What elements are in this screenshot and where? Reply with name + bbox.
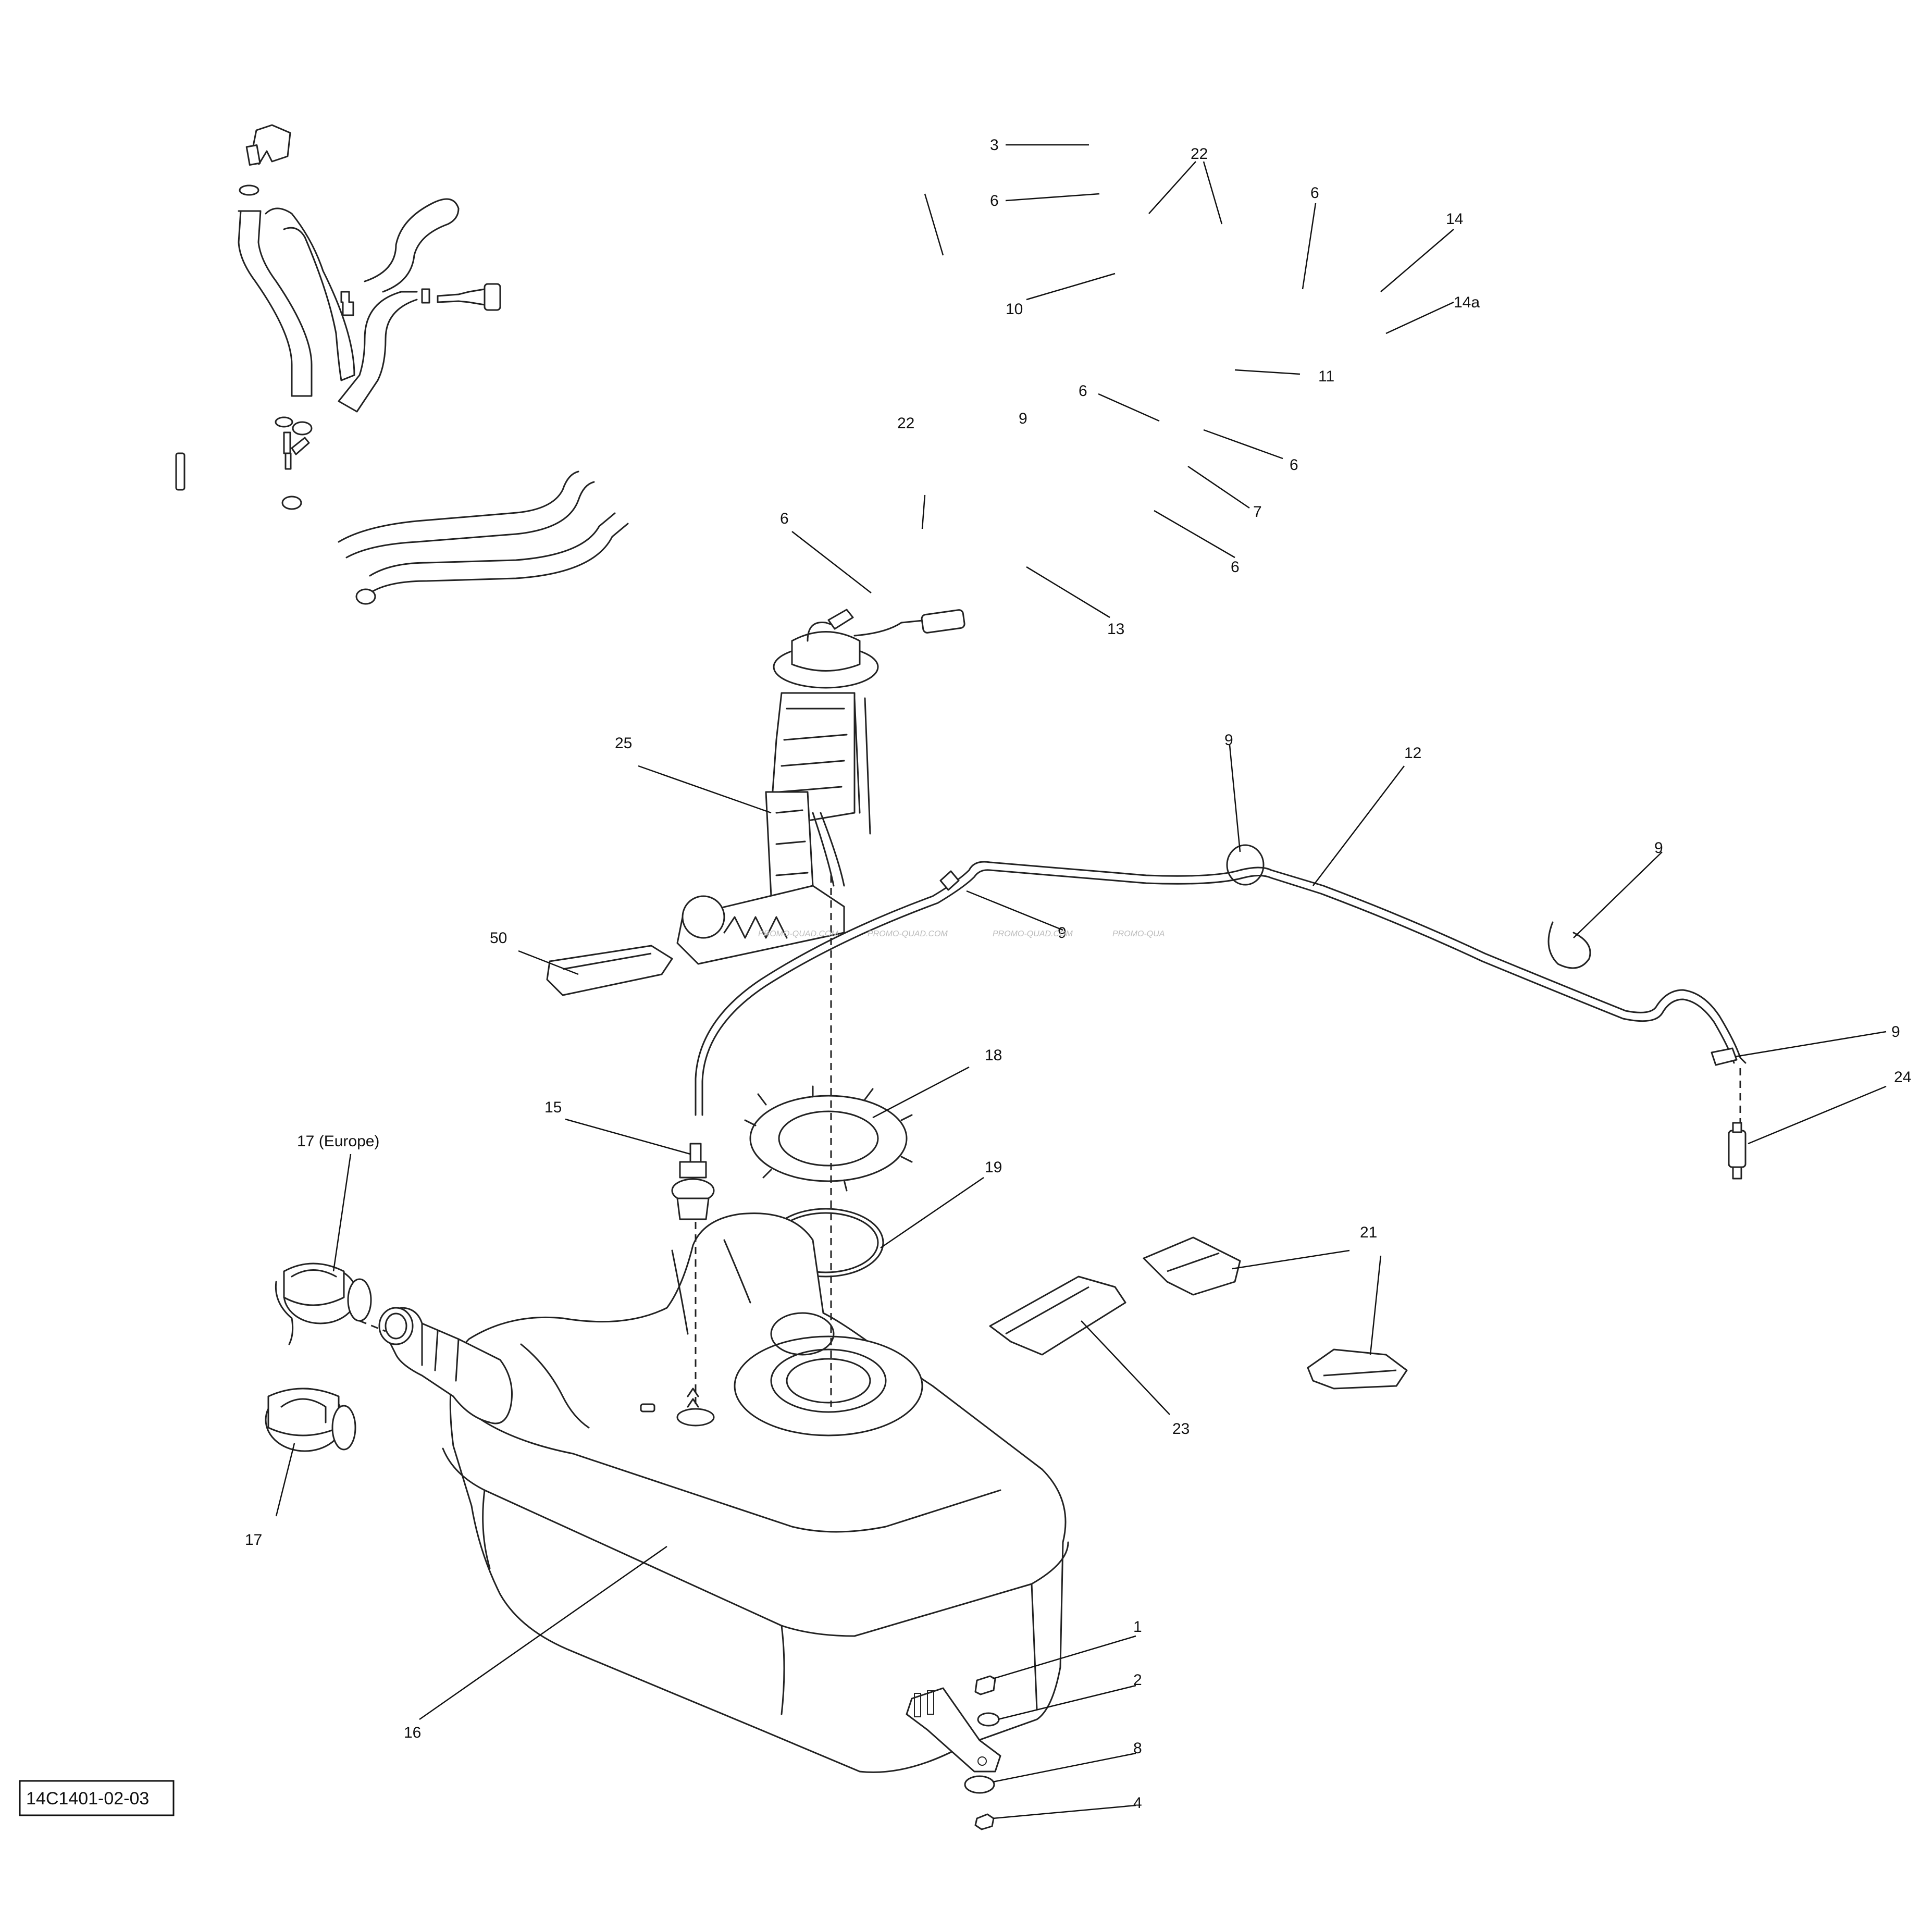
callout-9-line-c: 9 xyxy=(1058,924,1067,942)
callout-6-right-top: 6 xyxy=(1310,184,1319,202)
callout-3: 3 xyxy=(990,137,999,154)
part-6-clamp-top xyxy=(239,184,259,196)
callout-1: 1 xyxy=(1133,1618,1142,1636)
watermark-4: PROMO-QUA xyxy=(1112,930,1165,938)
watermark-3: PROMO-QUAD.COM xyxy=(993,930,1073,938)
callout-12: 12 xyxy=(1404,745,1421,762)
callout-11: 11 xyxy=(1318,368,1334,385)
callout-24: 24 xyxy=(1894,1069,1911,1086)
part-21-pad-upper xyxy=(1143,1236,1241,1296)
part-4-nut xyxy=(974,1813,995,1830)
part-9-clip-b xyxy=(1547,921,1591,969)
callout-4: 4 xyxy=(1133,1794,1142,1812)
part-50-pad xyxy=(546,945,673,996)
part-filler-neck xyxy=(378,1307,513,1425)
callout-6-mid-left: 6 xyxy=(1079,382,1087,400)
part-18-lock-ring xyxy=(744,1085,913,1192)
callout-23: 23 xyxy=(1172,1420,1190,1438)
part-14-connector xyxy=(437,283,501,311)
callout-6-lower-right: 6 xyxy=(1231,559,1240,576)
watermark-2: PROMO-QUAD.COM xyxy=(868,930,948,938)
part-23-pad xyxy=(989,1275,1126,1356)
part-24-check-valve xyxy=(1728,1122,1747,1180)
callout-8: 8 xyxy=(1133,1740,1142,1757)
part-6-clamp-left xyxy=(355,588,376,605)
part-16-fuel-tank xyxy=(442,1212,1069,1773)
part-2-washer xyxy=(977,1712,1000,1727)
part-9-clip-a xyxy=(1226,844,1265,886)
part-22-vent-hose-upper xyxy=(265,198,460,381)
part-6-clamp-mid-b xyxy=(292,421,313,436)
callout-6-mid-right: 6 xyxy=(1290,456,1298,474)
callout-17-europe: 17 (Europe) xyxy=(297,1133,379,1150)
part-3-connector-elbow xyxy=(245,124,291,166)
callout-9-line-d: 9 xyxy=(1891,1023,1900,1041)
callout-6-left: 6 xyxy=(780,510,789,527)
part-13-hose xyxy=(369,512,629,592)
part-9-clip-upper xyxy=(175,452,185,491)
part-15-rollover-valve xyxy=(671,1143,715,1220)
callout-9-upper: 9 xyxy=(1019,410,1027,427)
watermark-1: PROMO-QUAD.COM xyxy=(758,930,838,938)
callout-19: 19 xyxy=(985,1159,1002,1176)
part-10-hose xyxy=(238,210,313,397)
part-6-clamp-mid-a xyxy=(275,416,293,428)
callout-21: 21 xyxy=(1360,1224,1377,1241)
assembly-guide-lines xyxy=(359,875,1741,1407)
part-12-vent-line xyxy=(695,861,1747,1116)
callout-25: 25 xyxy=(615,735,632,752)
callout-14: 14 xyxy=(1446,210,1463,228)
callout-6-top: 6 xyxy=(990,192,999,209)
part-7-tee-fitting xyxy=(283,431,310,470)
part-17-europe-fuel-cap xyxy=(275,1262,372,1345)
part-11-hose xyxy=(338,291,418,413)
callout-7: 7 xyxy=(1253,503,1262,521)
callout-17: 17 xyxy=(245,1531,262,1549)
callout-50: 50 xyxy=(490,930,507,947)
part-22-vent-hose-middle xyxy=(338,470,595,559)
callout-15: 15 xyxy=(544,1099,562,1116)
part-8-grommet xyxy=(964,1775,995,1794)
callout-16: 16 xyxy=(404,1724,421,1741)
callout-2: 2 xyxy=(1133,1671,1142,1689)
callout-10: 10 xyxy=(1006,301,1023,318)
callout-22-upper: 22 xyxy=(1191,145,1208,163)
part-6-clamp-right xyxy=(421,288,430,304)
part-9-clip-c xyxy=(939,870,960,891)
part-6-clamp-lower xyxy=(281,496,302,510)
part-21-pad-lower xyxy=(1307,1348,1408,1390)
callout-22-middle: 22 xyxy=(897,415,914,432)
callout-9-line-a: 9 xyxy=(1224,732,1233,749)
callout-9-line-b: 9 xyxy=(1654,839,1663,857)
part-17-fuel-cap xyxy=(265,1388,356,1452)
callout-13: 13 xyxy=(1107,621,1124,638)
part-1-bolt xyxy=(974,1675,996,1695)
part-25-fuel-pump-module xyxy=(676,609,965,965)
callout-leader-lines xyxy=(275,144,1887,1819)
part-14a-fitting xyxy=(340,291,354,316)
part-9-clip-d xyxy=(1711,1047,1738,1066)
diagram-code-box: 14C1401-02-03 xyxy=(19,1780,175,1816)
watermarks: PROMO-QUAD.COM PROMO-QUAD.COM PROMO-QUAD… xyxy=(758,930,1165,938)
callout-labels: 3 22 6 6 14 10 14a 11 6 22 9 6 7 6 6 13 … xyxy=(245,137,1911,1812)
callout-18: 18 xyxy=(985,1047,1002,1064)
diagram-code: 14C1401-02-03 xyxy=(26,1789,149,1809)
callout-14a: 14a xyxy=(1454,294,1480,311)
